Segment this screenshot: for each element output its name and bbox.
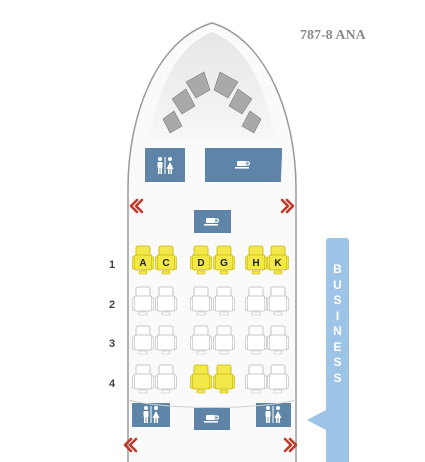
seat-letter: K xyxy=(274,258,282,269)
seat-letter: D xyxy=(197,258,204,269)
seat-25[interactable] xyxy=(245,286,267,316)
row-number-3: 3 xyxy=(108,338,116,350)
cabin-class-letter: U xyxy=(333,277,342,292)
seat-24[interactable] xyxy=(213,286,235,316)
cockpit-window-left-inner xyxy=(185,71,211,99)
exit-arrow-icon xyxy=(123,437,138,453)
cabin-class-letter: I xyxy=(335,308,340,323)
cabin-class-banner xyxy=(326,238,349,462)
seat-35[interactable] xyxy=(245,325,267,355)
seat-46[interactable] xyxy=(267,364,289,394)
lavatory-icon xyxy=(143,406,160,423)
row-number-4: 4 xyxy=(108,378,116,390)
seat-letter: C xyxy=(162,258,169,269)
seat-letter: H xyxy=(252,258,259,269)
cabin-class-label: B U S I N E S S xyxy=(326,262,349,386)
cabin-class-letter: S xyxy=(333,293,342,307)
coffee-cup-icon xyxy=(204,218,220,226)
cockpit-window-right-outer xyxy=(241,110,262,134)
seat-1A[interactable]: A xyxy=(132,245,154,275)
cabin-class-letter: E xyxy=(333,339,342,354)
seat-26[interactable] xyxy=(267,286,289,316)
coffee-cup-icon xyxy=(204,415,220,423)
exit-arrow-icon xyxy=(129,198,144,214)
cabin-class-pointer xyxy=(307,410,326,430)
seat-letter: A xyxy=(139,258,146,269)
cabin-divider xyxy=(127,399,297,408)
cockpit-window-right-mid xyxy=(228,88,253,115)
aircraft-title: 787-8 ANA xyxy=(300,28,366,43)
cockpit-window-left-outer xyxy=(162,110,183,134)
cabin-class-letter: S xyxy=(333,370,342,385)
cabin-class-letter: N xyxy=(333,324,342,338)
seat-45[interactable] xyxy=(245,364,267,394)
lavatory-icon xyxy=(157,157,174,174)
seat-22[interactable] xyxy=(155,286,177,316)
coffee-cup-icon xyxy=(235,161,251,169)
seat-33[interactable] xyxy=(190,325,212,355)
row-number-1: 1 xyxy=(108,259,116,271)
seat-1G[interactable]: G xyxy=(213,245,235,275)
exit-markers xyxy=(123,198,298,453)
seat-23[interactable] xyxy=(190,286,212,316)
seat-36[interactable] xyxy=(267,325,289,355)
cockpit-window-left-mid xyxy=(171,88,196,115)
cockpit-windows xyxy=(162,71,262,134)
seat-32[interactable] xyxy=(155,325,177,355)
cabin-class-letter: B xyxy=(333,262,342,276)
seat-34[interactable] xyxy=(213,325,235,355)
exit-arrow-icon xyxy=(283,437,298,453)
seat-41[interactable] xyxy=(132,364,154,394)
seat-43[interactable] xyxy=(190,364,212,394)
row-number-2: 2 xyxy=(108,299,116,311)
cockpit-window-right-inner xyxy=(213,71,239,99)
seat-1K[interactable]: K xyxy=(267,245,289,275)
cabin-class-letter: S xyxy=(333,355,342,369)
exit-arrow-icon xyxy=(280,198,295,214)
seat-21[interactable] xyxy=(132,286,154,316)
seat-42[interactable] xyxy=(155,364,177,394)
seat-44[interactable] xyxy=(213,364,235,394)
seat-1D[interactable]: D xyxy=(190,245,212,275)
lavatory-icon xyxy=(265,406,282,423)
seat-letter: G xyxy=(220,258,228,269)
seat-1C[interactable]: C xyxy=(155,245,177,275)
seat-1H[interactable]: H xyxy=(245,245,267,275)
seat-31[interactable] xyxy=(132,325,154,355)
